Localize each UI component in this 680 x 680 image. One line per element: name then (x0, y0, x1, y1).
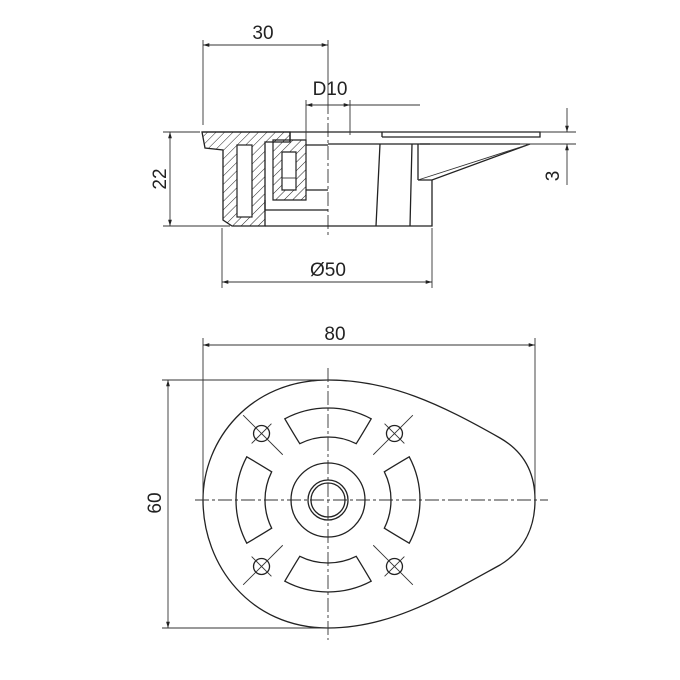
dim-d10: D10 (313, 79, 348, 100)
top-dimensions: 80 60 (145, 324, 536, 629)
slot (283, 555, 373, 593)
slot (235, 455, 273, 545)
hole-cross-line (251, 423, 272, 444)
dim-80: 80 (324, 324, 345, 345)
mounting-holes (242, 414, 414, 586)
mounting-hole (385, 424, 404, 443)
dim-60: 60 (145, 492, 166, 513)
hatched-inner-ring (272, 139, 307, 201)
section-dimensions: 30 D10 22 Ø50 3 (150, 23, 576, 288)
hub-circle (290, 462, 366, 538)
dim-22: 22 (150, 168, 171, 189)
wall-channel (236, 144, 253, 218)
section-view (201, 100, 541, 238)
dim-3: 3 (543, 171, 564, 182)
mounting-hole (385, 557, 404, 576)
mounting-hole (252, 424, 271, 443)
bore-inner (310, 482, 346, 518)
hole-radial-line (372, 544, 414, 586)
mounting-hole (252, 557, 271, 576)
dim-30: 30 (252, 23, 273, 44)
slot (383, 455, 421, 545)
hole-cross-line (384, 423, 405, 444)
hole-cross-line (384, 556, 405, 577)
hole-radial-line (242, 544, 284, 586)
dim-diameter-50: Ø50 (310, 260, 346, 281)
slot (283, 407, 373, 445)
hole-cross-line (251, 556, 272, 577)
top-view (195, 368, 548, 640)
slots (235, 407, 421, 593)
bore-outer (307, 479, 349, 521)
hole-radial-line (372, 414, 414, 456)
outer-contour (202, 379, 536, 629)
hole-radial-line (242, 414, 284, 456)
